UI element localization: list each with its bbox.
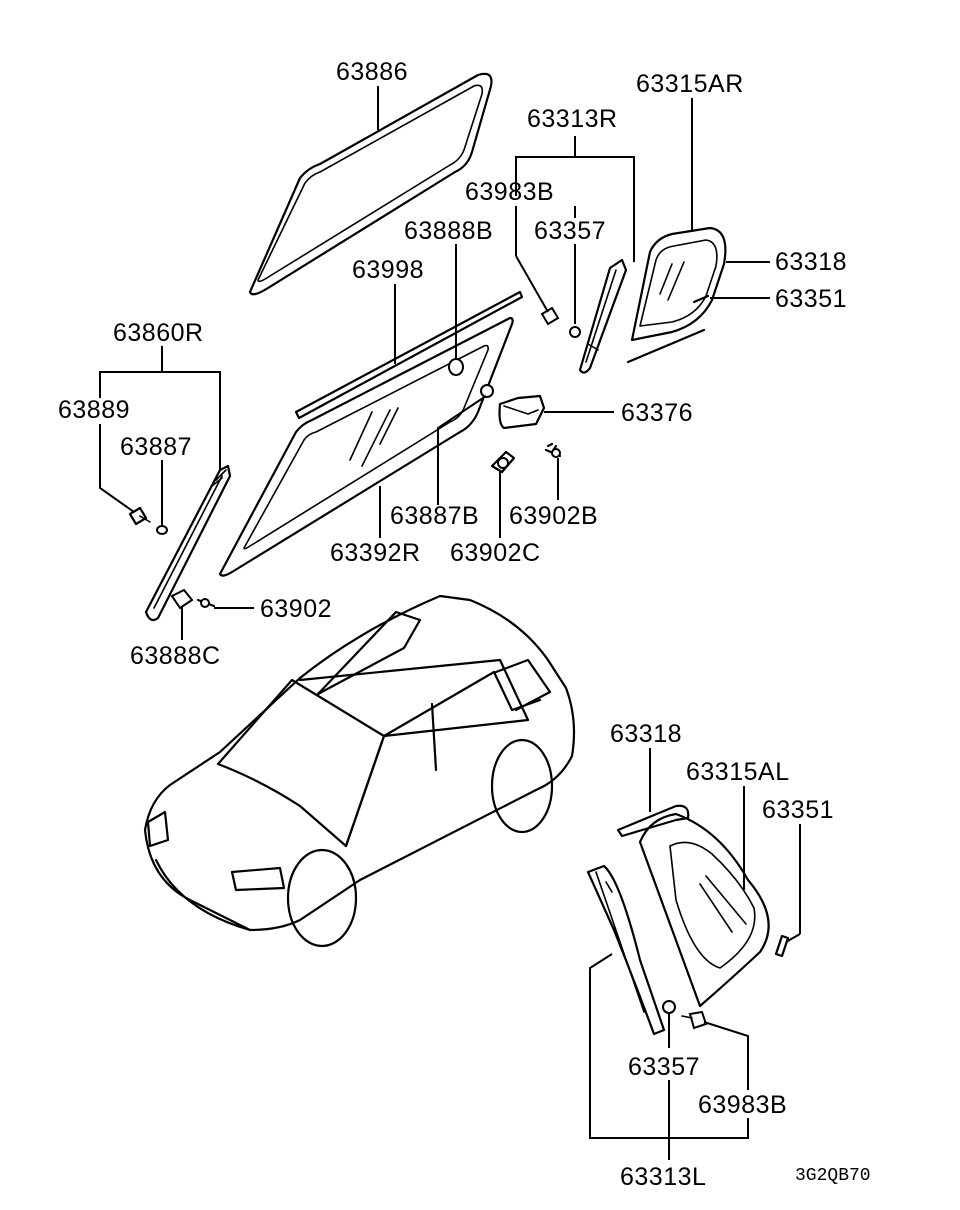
label-63887B: 63887B [390, 502, 479, 530]
clip-63888C [170, 588, 194, 610]
pillar-trim-63313L [586, 864, 666, 1036]
vehicle-illustration [143, 594, 576, 948]
quarter-glass-63392R [218, 316, 514, 577]
label-63998: 63998 [352, 256, 424, 284]
label-63351-bottom: 63351 [762, 796, 834, 824]
label-63357-top: 63357 [534, 217, 606, 245]
weatherstrip-63886 [248, 72, 493, 296]
label-63315AR: 63315AR [636, 70, 744, 98]
label-63888B: 63888B [404, 217, 493, 245]
label-63357-bottom: 63357 [628, 1053, 700, 1081]
washer-63887 [156, 525, 168, 535]
label-63315AL: 63315AL [686, 758, 790, 786]
label-63902C: 63902C [450, 539, 541, 567]
label-63889: 63889 [58, 396, 130, 424]
screw-63902 [196, 598, 216, 608]
pillar-trim-63860R [144, 464, 232, 622]
clip-63888B [448, 358, 464, 376]
diagram-code: 3G2QB70 [795, 1166, 871, 1186]
washer-63357-bottom [662, 1000, 676, 1014]
label-63313R: 63313R [527, 105, 618, 133]
part-labels: 63886 63313R 63315AR 63983B 63357 63888B… [58, 58, 871, 1191]
label-63351-top: 63351 [775, 285, 847, 313]
label-63318-bottom: 63318 [610, 720, 682, 748]
label-63318-top: 63318 [775, 248, 847, 276]
clip-63983B-bottom [681, 1010, 708, 1030]
leader-lines [99, 86, 801, 1160]
clip-63889 [128, 506, 151, 526]
screw-63902C [490, 450, 516, 474]
label-63887: 63887 [120, 433, 192, 461]
label-63983B-top: 63983B [465, 178, 554, 206]
washer-63887B [480, 384, 494, 398]
washer-63357-top [569, 326, 581, 338]
screw-63902B [544, 442, 562, 458]
label-63392R: 63392R [330, 539, 421, 567]
clip-63983B-top [540, 306, 560, 326]
label-63886: 63886 [336, 58, 408, 86]
label-63313L: 63313L [620, 1163, 706, 1191]
label-63902B: 63902B [509, 502, 598, 530]
quarter-glass-63315AR [626, 226, 727, 364]
weatherstrip-63318-bottom [616, 804, 690, 838]
label-63376: 63376 [621, 399, 693, 427]
quarter-glass-63315AL [638, 812, 770, 1008]
label-63902: 63902 [260, 595, 332, 623]
pillar-trim-63313R [578, 258, 628, 374]
bracket-63376 [498, 394, 546, 430]
moulding-63351-bottom [774, 934, 790, 958]
label-63860R: 63860R [113, 319, 204, 347]
label-63983B-bottom: 63983B [698, 1091, 787, 1119]
moulding-63998 [294, 290, 524, 420]
label-63888C: 63888C [130, 642, 221, 670]
